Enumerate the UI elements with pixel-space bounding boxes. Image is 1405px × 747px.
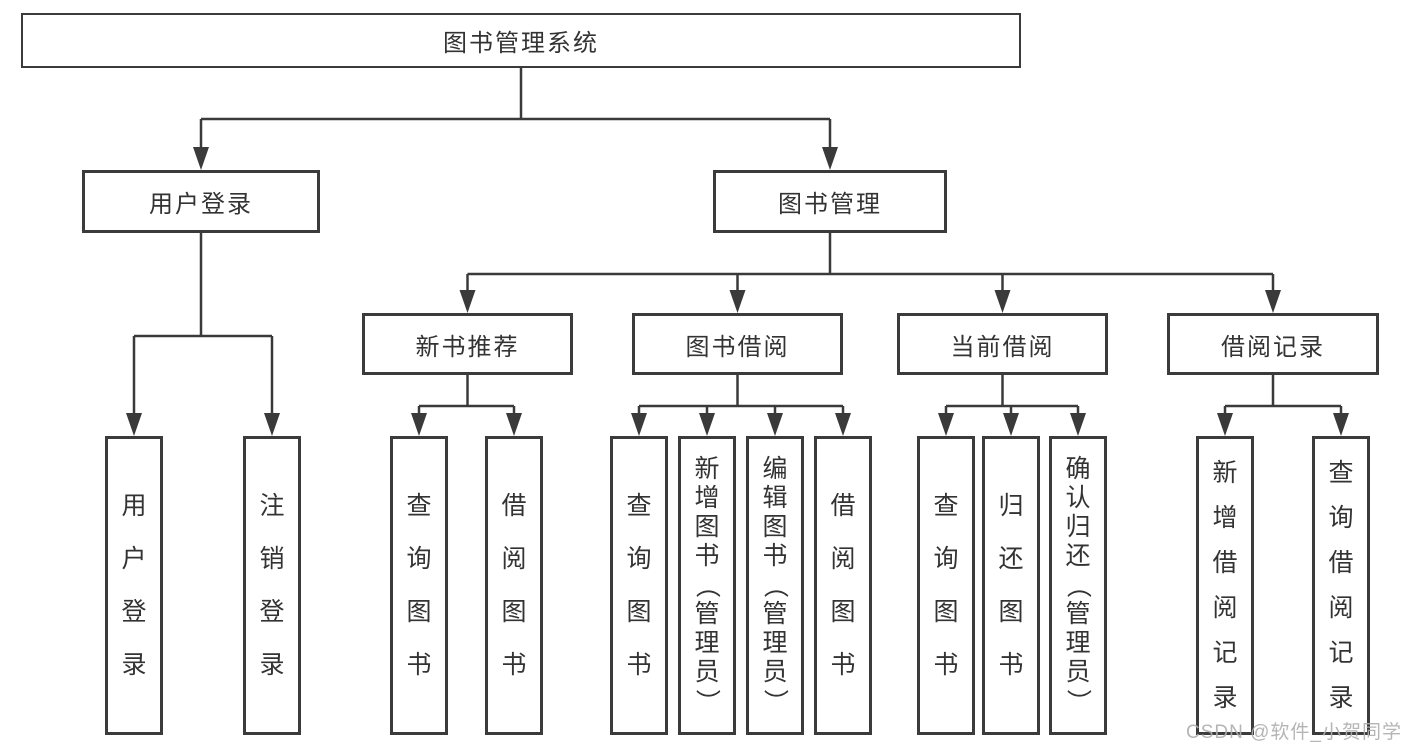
watermark: CSDN @软件_小贺同学 (1186, 722, 1402, 743)
node-label: 新书推荐 (415, 333, 520, 361)
node-new-book-rec: 新书推荐 (362, 313, 573, 375)
node-label: 图书管理系统 (443, 30, 599, 57)
node-ul-logout: 注销登录 (243, 436, 301, 735)
node-cb-confirm: 确认归还（管理员） (1049, 436, 1107, 735)
node-book-borrow: 图书借阅 (632, 313, 843, 375)
node-cb-query: 查询图书 (917, 436, 975, 735)
node-current-borrow: 当前借阅 (897, 313, 1108, 375)
node-book-mgmt: 图书管理 (713, 170, 947, 233)
node-label: 借阅记录 (1221, 333, 1325, 361)
node-cb-return: 归还图书 (982, 436, 1040, 735)
node-ul-login: 用户登录 (105, 436, 163, 735)
node-bb-lend: 借阅图书 (814, 436, 872, 735)
node-label: 图书管理 (778, 191, 882, 218)
node-user-login: 用户登录 (82, 170, 320, 233)
node-label: 用户登录 (149, 191, 253, 218)
node-nbr-borrow: 借阅图书 (485, 436, 543, 735)
node-br-add: 新增借阅记录 (1196, 436, 1254, 735)
node-root: 图书管理系统 (21, 13, 1021, 68)
node-label: 当前借阅 (950, 333, 1055, 361)
node-nbr-query: 查询图书 (390, 436, 448, 735)
node-br-query: 查询借阅记录 (1312, 436, 1370, 735)
node-bb-query: 查询图书 (610, 436, 668, 735)
node-bb-add: 新增图书（管理员） (678, 436, 736, 735)
node-label: 图书借阅 (685, 333, 790, 361)
node-bb-edit: 编辑图书（管理员） (746, 436, 804, 735)
node-borrow-records: 借阅记录 (1167, 313, 1379, 375)
